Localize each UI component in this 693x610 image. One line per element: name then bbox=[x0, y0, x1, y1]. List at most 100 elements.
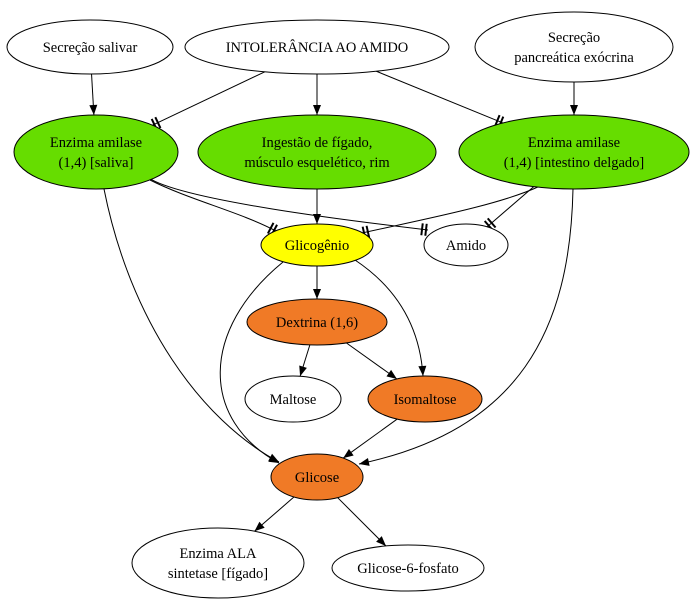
node-maltose: Maltose bbox=[244, 375, 342, 423]
edge-isomaltose-to-glicose bbox=[342, 418, 398, 459]
node-glicogenio: Glicogênio bbox=[260, 223, 374, 267]
edge-line bbox=[346, 342, 398, 380]
node-amilase-intestino: Enzima amilase (1,4) [intestino delgado] bbox=[458, 114, 690, 190]
edge-amilase-intestino-to-amido bbox=[483, 186, 535, 231]
edge-glicogenio-to-glicose bbox=[219, 261, 284, 464]
node-ingestao: Ingestão de fígado, músculo esquelético, … bbox=[197, 114, 437, 190]
edge-glicogenio-to-isomaltose bbox=[354, 259, 427, 377]
node-label: Enzima amilase bbox=[50, 135, 142, 151]
edge-dextrina-to-maltose bbox=[299, 344, 311, 377]
edge-secrecao-salivar-to-amilase-saliva bbox=[89, 73, 98, 116]
node-label: Secreção bbox=[548, 30, 600, 46]
edge-line bbox=[354, 259, 424, 377]
node-shape bbox=[270, 453, 364, 501]
edge-intolerancia-to-amilase-saliva bbox=[150, 71, 266, 131]
edges-layer bbox=[89, 70, 578, 547]
inhibition-bar-2 bbox=[267, 222, 275, 234]
edge-line bbox=[219, 261, 284, 464]
edge-secrecao-pancreatica-to-amilase-intestino bbox=[570, 82, 578, 115]
node-label: Glicogênio bbox=[285, 238, 349, 254]
edge-line bbox=[342, 418, 398, 459]
node-shape bbox=[197, 114, 437, 190]
arrow-head bbox=[299, 365, 307, 377]
arrow-head bbox=[418, 365, 427, 376]
inhibition-bar-2 bbox=[154, 116, 162, 129]
edge-glicogenio-to-dextrina bbox=[313, 266, 321, 299]
node-label: Glicose bbox=[295, 470, 339, 486]
edge-line bbox=[152, 71, 266, 126]
node-shape bbox=[474, 11, 674, 83]
node-secrecao-pancreatica: Secreção pancreática exócrina bbox=[474, 11, 674, 83]
node-dextrina: Dextrina (1,6) bbox=[246, 298, 388, 346]
node-shape bbox=[260, 223, 374, 267]
edge-line bbox=[145, 175, 429, 231]
node-shape bbox=[131, 527, 305, 599]
edge-glicose-to-ala-sintetase bbox=[254, 496, 295, 532]
arrow-head bbox=[570, 105, 578, 115]
inhibition-bar-2 bbox=[365, 225, 371, 238]
node-secrecao-salivar: Secreção salivar bbox=[6, 19, 174, 75]
arrow-head bbox=[359, 458, 370, 466]
edge-intolerancia-to-ingestao bbox=[313, 74, 321, 115]
node-label: Dextrina (1,6) bbox=[276, 315, 358, 331]
nodes-layer: Secreção salivar INTOLERÂNCIA AO AMIDO Sec… bbox=[6, 11, 690, 599]
edge-intolerancia-to-amilase-intestino bbox=[375, 70, 505, 129]
node-shape bbox=[423, 223, 509, 267]
node-glicose: Glicose bbox=[270, 453, 364, 501]
arrow-head bbox=[268, 454, 279, 463]
inhibition-bar-2 bbox=[486, 217, 497, 229]
node-shape bbox=[458, 114, 690, 190]
arrow-head bbox=[254, 521, 265, 532]
inhibition-bar-1 bbox=[424, 223, 428, 236]
edge-amilase-intestino-to-glicose bbox=[358, 188, 574, 466]
arrow-head bbox=[376, 536, 386, 546]
arrow-head bbox=[343, 448, 354, 459]
edge-line bbox=[375, 70, 504, 124]
edge-ingestao-to-glicogenio bbox=[313, 189, 321, 224]
node-label: Enzima amilase bbox=[528, 135, 620, 151]
edge-line bbox=[486, 186, 535, 228]
edge-line bbox=[361, 185, 541, 234]
node-label: Glicose-6-fosfato bbox=[357, 561, 458, 577]
node-isomaltose: Isomaltose bbox=[367, 375, 483, 423]
node-label: músculo esquelético, rim bbox=[244, 155, 390, 171]
node-shape bbox=[6, 19, 174, 75]
node-shape bbox=[13, 114, 179, 190]
node-amido: Amido bbox=[423, 223, 509, 267]
arrow-head bbox=[313, 214, 321, 224]
node-label: Isomaltose bbox=[394, 392, 457, 408]
node-label: Ingestão de fígado, bbox=[262, 135, 373, 151]
edge-amilase-saliva-to-amido bbox=[145, 175, 429, 236]
arrow-head bbox=[313, 289, 321, 299]
node-shape bbox=[246, 298, 388, 346]
node-amilase-saliva: Enzima amilase (1,4) [saliva] bbox=[13, 114, 179, 190]
node-shape bbox=[184, 19, 450, 75]
edge-line bbox=[358, 188, 574, 465]
node-label: (1,4) [intestino delgado] bbox=[504, 155, 645, 171]
edge-line bbox=[337, 497, 387, 547]
edge-amilase-saliva-to-glicogenio bbox=[149, 179, 278, 236]
node-shape bbox=[367, 375, 483, 423]
arrow-head bbox=[89, 104, 98, 116]
node-shape bbox=[244, 375, 342, 423]
node-label: INTOLERÂNCIA AO AMIDO bbox=[226, 39, 409, 56]
inhibition-bar-2 bbox=[420, 223, 424, 236]
node-label: (1,4) [saliva] bbox=[59, 155, 134, 171]
edge-line bbox=[149, 179, 277, 232]
node-label: Secreção salivar bbox=[43, 40, 138, 56]
arrow-head bbox=[313, 105, 321, 115]
node-label: sintetase [fígado] bbox=[168, 566, 268, 582]
node-glicose6p: Glicose-6-fosfato bbox=[331, 544, 485, 592]
edge-line bbox=[103, 188, 280, 463]
node-label: Enzima ALA bbox=[180, 546, 257, 562]
arrow-head bbox=[386, 369, 397, 379]
node-label: pancreática exócrina bbox=[514, 50, 634, 66]
node-label: Maltose bbox=[270, 392, 317, 408]
node-ala-sintetase: Enzima ALA sintetase [fígado] bbox=[131, 527, 305, 599]
edge-glicose-to-glicose6p bbox=[337, 497, 387, 547]
node-shape bbox=[331, 544, 485, 592]
node-intolerancia: INTOLERÂNCIA AO AMIDO bbox=[184, 19, 450, 75]
edge-dextrina-to-isomaltose bbox=[346, 342, 398, 380]
node-label: Amido bbox=[446, 238, 486, 254]
